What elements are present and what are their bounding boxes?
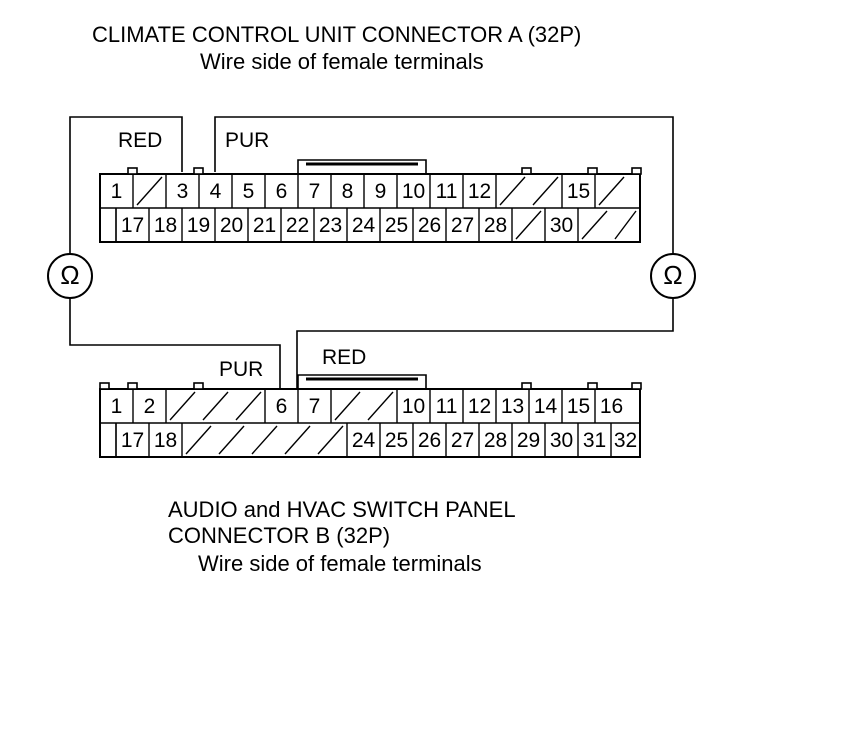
pin-number: 22: [286, 214, 309, 237]
pin-number: 19: [187, 214, 210, 237]
unused-pin-slash: [581, 210, 608, 240]
pin-number: 18: [154, 214, 177, 237]
pin-number: 4: [210, 180, 222, 203]
connector-b-title-line1: AUDIO and HVAC SWITCH PANEL: [168, 497, 516, 522]
locking-tab: [521, 167, 532, 175]
locking-tab: [587, 167, 598, 175]
locking-tab: [521, 382, 532, 390]
pin-number: 9: [375, 180, 387, 203]
pin-number: 28: [484, 429, 507, 452]
pin-number: 5: [243, 180, 255, 203]
pin-number: 30: [550, 429, 573, 452]
unused-pin-slash: [136, 176, 163, 206]
locking-tab: [127, 382, 138, 390]
unused-pin-slash: [317, 425, 344, 455]
unused-pin-slash: [169, 391, 196, 421]
pin-number: 1: [111, 395, 123, 418]
locking-tab: [193, 382, 204, 390]
pin-number: 1: [111, 180, 123, 203]
pin-number: 14: [534, 395, 558, 418]
pin-number: 8: [342, 180, 354, 203]
connector-a-title: CLIMATE CONTROL UNIT CONNECTOR A (32P): [92, 22, 582, 47]
unused-pin-slash: [367, 391, 394, 421]
pin-number: 12: [468, 395, 491, 418]
unused-pin-slash: [515, 210, 542, 240]
pin-number: 10: [402, 180, 425, 203]
wire-label-red-bottom: RED: [322, 346, 366, 369]
pin-number: 17: [121, 429, 144, 452]
locking-tab: [631, 167, 642, 175]
pin-number: 26: [418, 429, 441, 452]
pin-number: 11: [436, 180, 458, 203]
test-lead-wires: [69, 116, 674, 389]
connector-a-subtitle: Wire side of female terminals: [200, 49, 484, 74]
connector-latch: [297, 374, 427, 389]
pin-number: 28: [484, 214, 507, 237]
connector-b-title-line2: CONNECTOR B (32P): [168, 523, 391, 548]
wire-label-pur-bottom: PUR: [219, 358, 263, 381]
pin-number: 11: [436, 395, 458, 418]
unused-pin-slash: [499, 176, 526, 206]
connector-latch: [297, 159, 427, 174]
pin-number: 10: [402, 395, 425, 418]
pin-number: 18: [154, 429, 177, 452]
pin-number: 27: [451, 429, 474, 452]
unused-pin-slash: [202, 391, 229, 421]
pin-number: 27: [451, 214, 474, 237]
pin-number: 31: [583, 429, 606, 452]
pin-number: 21: [253, 214, 276, 237]
unused-pin-slash: [251, 425, 278, 455]
pin-number: 20: [220, 214, 243, 237]
pin-number: 12: [468, 180, 491, 203]
pin-number: 15: [567, 395, 590, 418]
pin-number: 29: [517, 429, 540, 452]
pin-number: 25: [385, 214, 408, 237]
pin-number: 30: [550, 214, 573, 237]
unused-pin-slash: [598, 176, 625, 206]
pin-number: 24: [352, 214, 376, 237]
locking-tab: [631, 382, 642, 390]
pin-number: 16: [600, 395, 623, 418]
locking-tab: [587, 382, 598, 390]
right-ohm-symbol: Ω: [663, 260, 682, 290]
wire-label-red-top: RED: [118, 129, 162, 152]
left-ohm-symbol: Ω: [60, 260, 79, 290]
unused-pin-slash: [218, 425, 245, 455]
pin-number: 15: [567, 180, 590, 203]
connector-b-subtitle: Wire side of female terminals: [198, 551, 482, 576]
pin-number: 7: [309, 180, 321, 203]
pin-number: 2: [144, 395, 156, 418]
left-ohmmeter: Ω: [47, 253, 93, 299]
pin-number: 24: [352, 429, 376, 452]
pin-number: 23: [319, 214, 342, 237]
pin-number: 6: [276, 180, 288, 203]
unused-pin-slash: [532, 176, 559, 206]
unused-pin-slash: [334, 391, 361, 421]
wire-label-pur-top: PUR: [225, 129, 269, 152]
locking-tab: [127, 167, 138, 175]
unused-pin-slash: [185, 425, 212, 455]
pin-number: 13: [501, 395, 524, 418]
pin-number: 3: [177, 180, 189, 203]
pin-number: 6: [276, 395, 288, 418]
pin-number: 17: [121, 214, 144, 237]
locking-tab: [99, 382, 110, 390]
pin-number: 26: [418, 214, 441, 237]
pin-number: 25: [385, 429, 408, 452]
pin-number: 32: [614, 429, 637, 452]
unused-pin-slash: [614, 210, 637, 240]
locking-tab: [193, 167, 204, 175]
unused-pin-slash: [235, 391, 262, 421]
unused-pin-slash: [284, 425, 311, 455]
pin-number: 7: [309, 395, 321, 418]
right-ohmmeter: Ω: [650, 253, 696, 299]
